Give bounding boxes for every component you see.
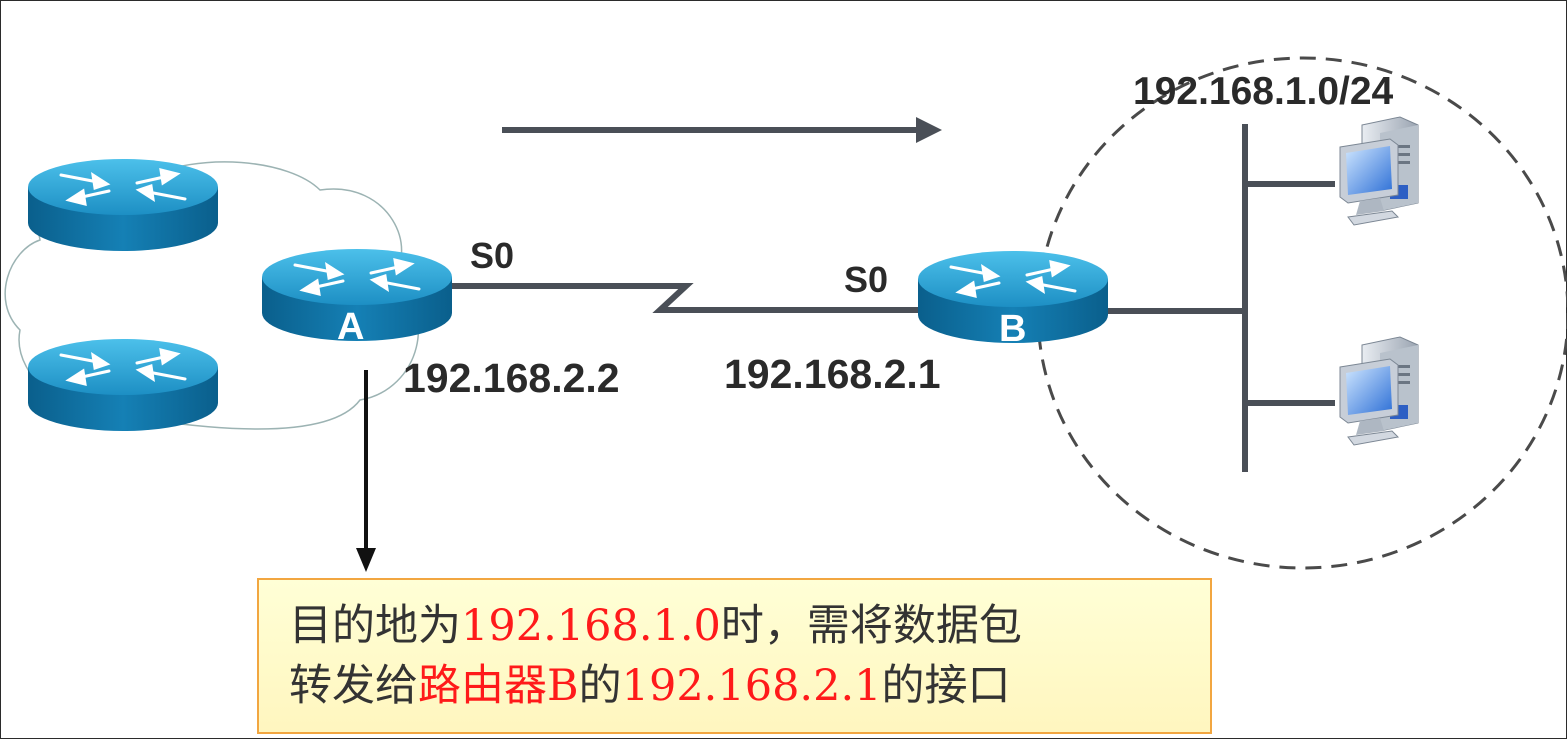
note-text: 转发给 [289, 661, 418, 711]
subnet-label: 192.168.1.0/24 [1133, 70, 1394, 113]
pc-icon [1339, 336, 1419, 446]
note-line-2: 转发给路由器B的192.168.2.1的接口 [289, 656, 1210, 716]
router-b-interface-label: S0 [844, 259, 889, 300]
note-highlight-destination: 192.168.1.0 [461, 601, 721, 651]
pointer-arrow [356, 370, 376, 572]
router-b-label: B [999, 308, 1027, 350]
router-b-ip-label: 192.168.2.1 [724, 351, 941, 397]
note-line-1: 目的地为192.168.1.0时，需将数据包 [289, 596, 1210, 656]
router-a-label: A [337, 306, 365, 348]
note-text: 的接口 [881, 661, 1011, 711]
direction-arrow [502, 117, 942, 143]
router-a-ip-label: 192.168.2.2 [403, 355, 620, 401]
note-highlight-router: 路由器B [418, 661, 579, 711]
explanation-note: 目的地为192.168.1.0时，需将数据包 转发给路由器B的192.168.2… [257, 578, 1212, 734]
pc-icon [1339, 116, 1419, 226]
cloud-icon [4, 161, 420, 430]
router-a-interface-label: S0 [470, 235, 515, 276]
router-icon [26, 337, 220, 433]
lan-bus [1100, 124, 1335, 472]
note-text: 时，需将数据包 [720, 601, 1022, 651]
note-text: 目的地为 [289, 601, 461, 651]
serial-link [445, 283, 920, 313]
note-highlight-next-hop: 192.168.2.1 [621, 661, 882, 711]
router-icon [26, 157, 220, 253]
note-text: 的 [578, 661, 622, 711]
